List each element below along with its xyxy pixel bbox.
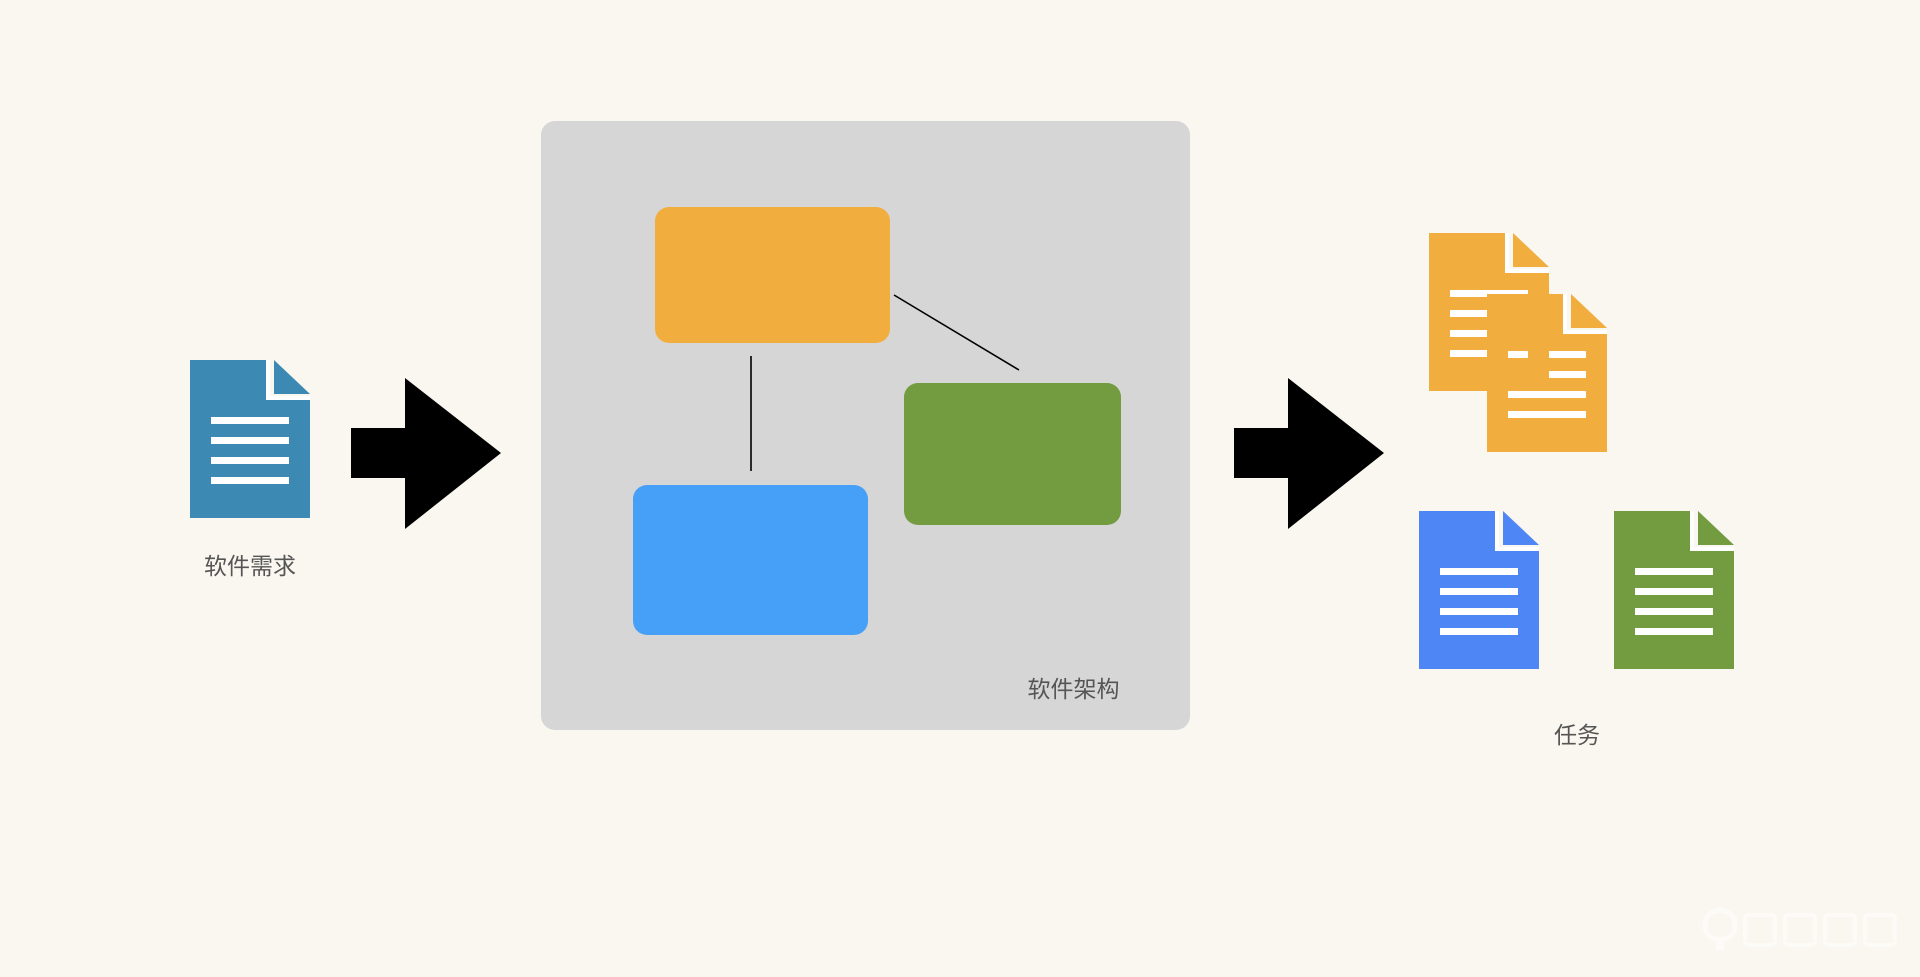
- architecture-component-orange: [655, 207, 890, 343]
- watermark-logo: [1700, 900, 1900, 960]
- arrow-right-icon: [350, 378, 502, 530]
- requirement-document-icon: [188, 358, 314, 520]
- task-document-blue-icon: [1417, 509, 1543, 671]
- architecture-label: 软件架构: [1027, 677, 1120, 703]
- task-document-green-icon: [1612, 509, 1738, 671]
- task-document-orange-front-icon: [1485, 292, 1611, 454]
- tasks-label: 任务: [1554, 723, 1600, 749]
- architecture-panel: 软件架构: [541, 121, 1190, 730]
- arrow-right-icon: [1233, 378, 1385, 530]
- requirements-label: 软件需求: [204, 554, 296, 580]
- architecture-component-green: [904, 383, 1121, 525]
- architecture-component-blue: [633, 485, 868, 635]
- connector-lines: [750, 294, 1020, 471]
